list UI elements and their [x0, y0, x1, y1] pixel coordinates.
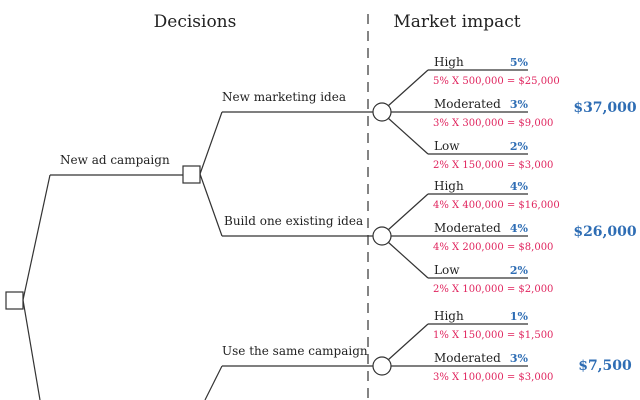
outcome-connector — [387, 69, 429, 107]
outcome-level: Low — [434, 263, 460, 277]
outcome-calculation: 2% X 150,000 = $3,000 — [433, 160, 553, 171]
outcome-calculation: 3% X 100,000 = $3,000 — [433, 372, 553, 383]
outcome-level: High — [434, 55, 464, 69]
option-2-connector — [199, 173, 223, 237]
outcome-calculation: 1% X 150,000 = $1,500 — [433, 330, 553, 341]
outcome-level: High — [434, 309, 464, 323]
root-branch-down — [22, 299, 41, 400]
new-ad-campaign-label: New ad campaign — [60, 153, 170, 167]
outcome-connector — [387, 241, 429, 279]
outcome-percent: 4% — [510, 222, 529, 235]
outcome-level: Moderated — [434, 97, 501, 111]
option-label: New marketing idea — [222, 90, 346, 104]
ad-campaign-decision-node — [182, 165, 201, 184]
option-1-connector — [199, 111, 223, 175]
outcome-calculation: 4% X 400,000 = $16,000 — [433, 200, 560, 211]
outcome-calculation: 4% X 200,000 = $8,000 — [433, 242, 553, 253]
expected-value: $26,000 — [573, 224, 637, 240]
outcome-level: High — [434, 179, 464, 193]
outcome-percent: 4% — [510, 180, 529, 193]
outcome-percent: 1% — [510, 310, 529, 323]
expected-value: $37,000 — [573, 100, 637, 116]
outcome-percent: 5% — [510, 56, 529, 69]
outcome-connector — [387, 193, 429, 231]
outcome-calculation: 2% X 100,000 = $2,000 — [433, 284, 553, 295]
option-label: Use the same campaign — [222, 344, 368, 358]
outcome-connector — [387, 323, 429, 361]
outcome-level: Low — [434, 139, 460, 153]
outcome-level: Moderated — [434, 221, 501, 235]
option-3-connector — [204, 365, 223, 400]
outcome-level: Moderated — [434, 351, 501, 365]
outcome-connector — [387, 117, 429, 155]
outcome-calculation: 3% X 300,000 = $9,000 — [433, 118, 553, 129]
option-label: Build one existing idea — [224, 214, 363, 228]
outcome-percent: 3% — [510, 98, 529, 111]
outcome-percent: 2% — [510, 140, 529, 153]
outcome-percent: 2% — [510, 264, 529, 277]
root-branch-up — [22, 174, 51, 301]
outcome-calculation: 5% X 500,000 = $25,000 — [433, 76, 560, 87]
market-impact-header: Market impact — [393, 12, 520, 32]
root-decision-node — [5, 291, 24, 310]
expected-value: $7,500 — [578, 358, 632, 374]
decisions-header: Decisions — [154, 12, 237, 32]
outcome-percent: 3% — [510, 352, 529, 365]
